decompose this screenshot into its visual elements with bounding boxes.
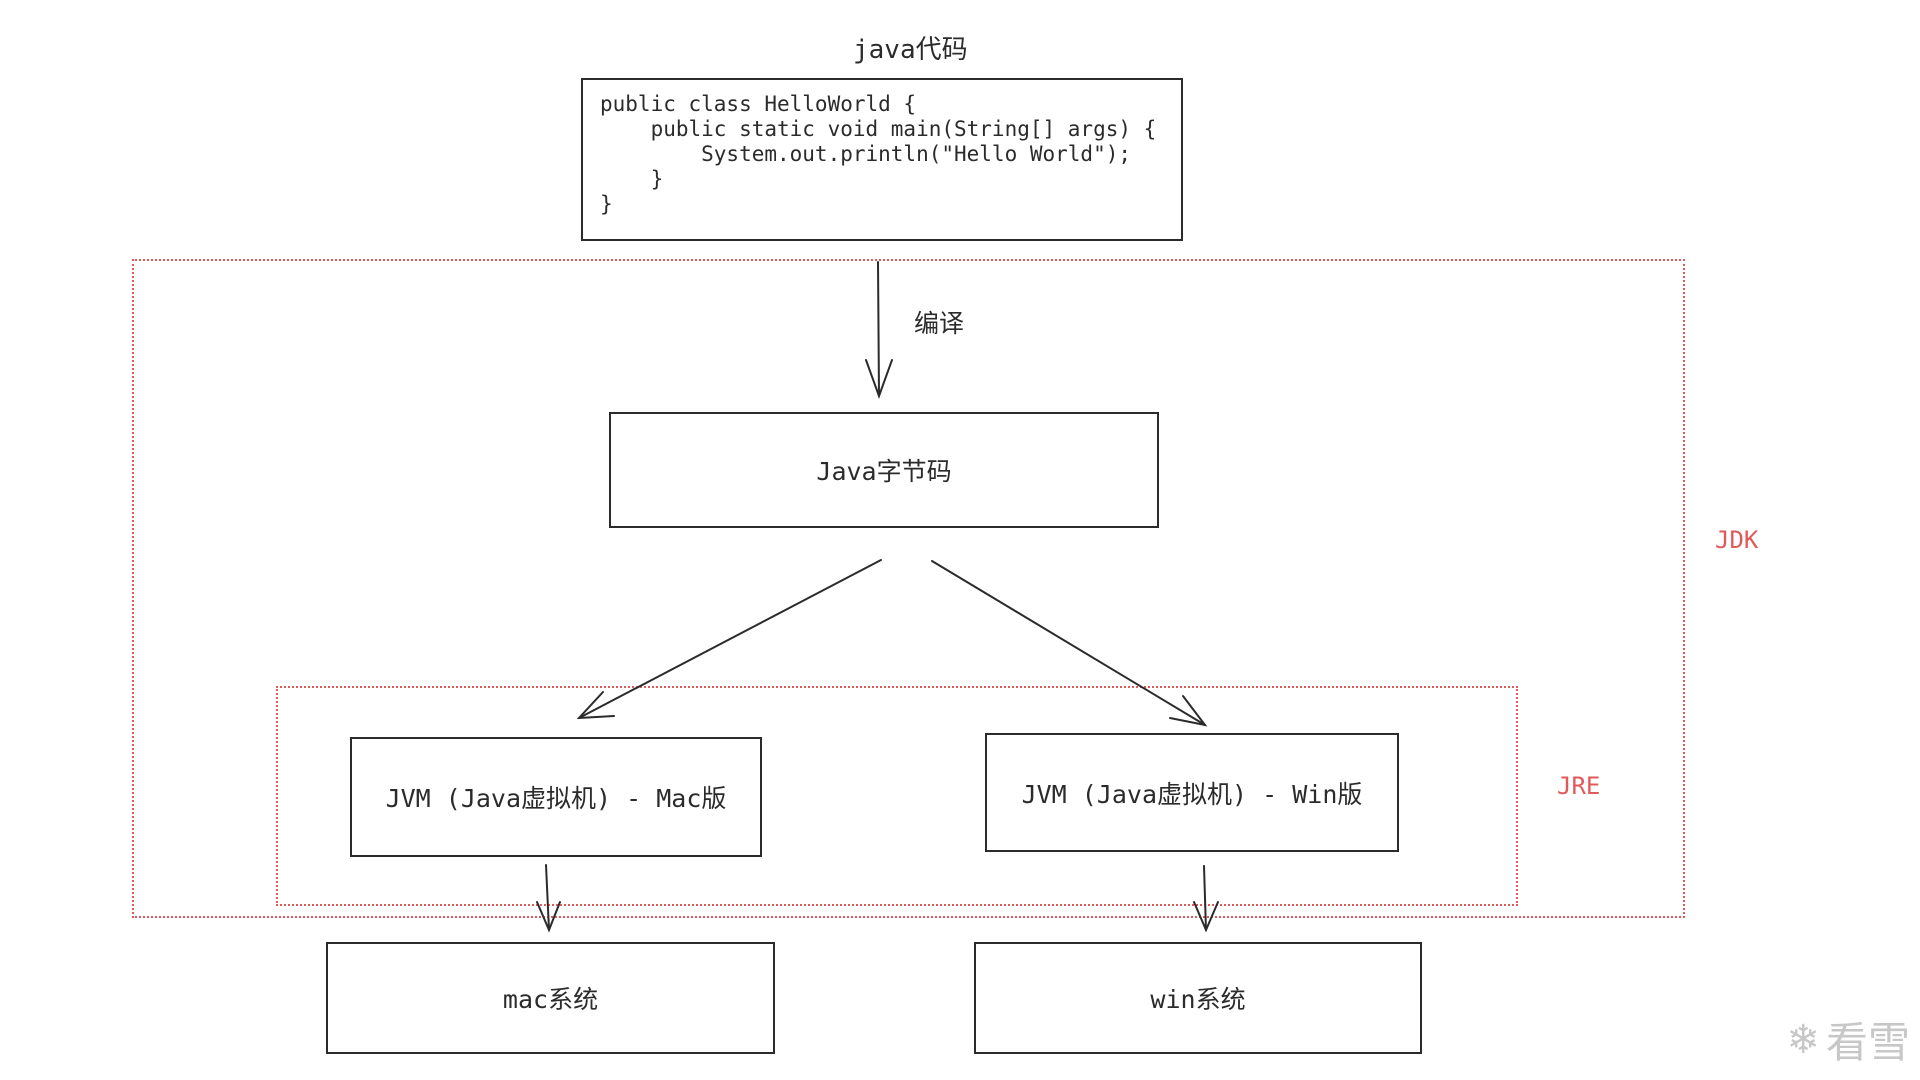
java-code-title: java代码 [853,35,968,65]
java-code-block: public class HelloWorld { public static … [600,92,1156,217]
compile-label: 编译 [914,309,965,338]
win-os-box: win系统 [974,942,1422,1054]
watermark: ❄ 看雪 [1786,1009,1910,1070]
snowflake-icon: ❄ [1786,1016,1820,1063]
watermark-label: 看雪 [1825,1018,1910,1067]
jvm-win-box: JVM (Java虚拟机) - Win版 [985,733,1399,852]
code-line: public static void main(String[] args) { [600,117,1157,141]
java-bytecode-label: Java字节码 [816,457,952,486]
jvm-win-label: JVM (Java虚拟机) - Win版 [1021,779,1363,809]
code-line: System.out.println("Hello World"); [600,142,1132,166]
code-line: } [600,167,664,191]
jdk-region [132,259,1685,918]
mac-os-box: mac系统 [326,942,775,1054]
win-os-label: win系统 [1150,985,1246,1014]
jvm-mac-box: JVM (Java虚拟机) - Mac版 [350,737,762,857]
jre-region [276,686,1518,906]
code-line: } [600,192,613,216]
java-bytecode-box: Java字节码 [609,412,1159,528]
jvm-mac-label: JVM (Java虚拟机) - Mac版 [385,784,727,813]
mac-os-label: mac系统 [502,985,599,1014]
jdk-label: JDK [1715,526,1759,554]
jre-label: JRE [1557,772,1601,800]
java-code-box: public class HelloWorld { public static … [581,78,1183,241]
code-line: public class HelloWorld { [600,92,917,116]
